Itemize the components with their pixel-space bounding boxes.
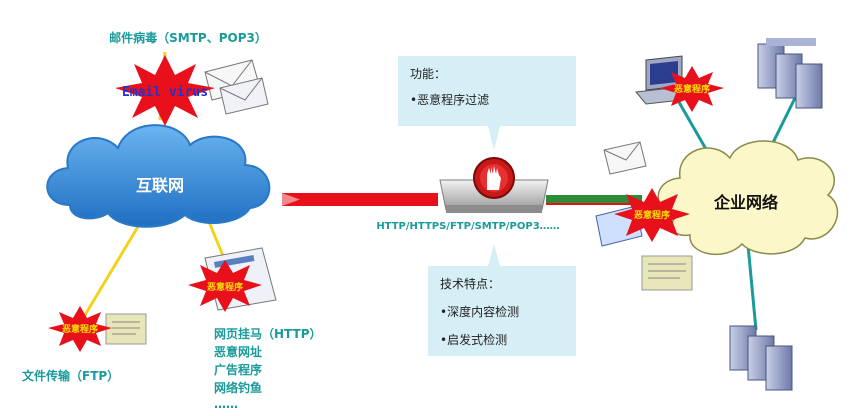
link-server-bottom	[746, 244, 758, 331]
hand-stop-icon	[487, 166, 501, 190]
web-threat-item: ……	[214, 397, 238, 411]
ftp-document-icon	[105, 313, 147, 345]
red-traffic-line	[282, 193, 438, 206]
malware-burst-pc	[660, 66, 724, 112]
envelope-icon	[204, 59, 269, 115]
malware-burst-web	[188, 260, 262, 312]
ftp-label: 文件传输（FTP）	[22, 368, 119, 383]
virus-burst-email	[115, 55, 215, 126]
enterprise-label: 企业网络	[713, 193, 778, 212]
protocols-label: HTTP/HTTPS/FTP/SMTP/POP3……	[376, 221, 559, 232]
tech-item: •启发式检测	[440, 332, 507, 347]
tech-title: 技术特点：	[440, 276, 500, 291]
tech-item: •深度内容检测	[440, 304, 519, 319]
web-threat-item: 网页挂马（HTTP）	[214, 326, 322, 341]
web-threat-item: 网络钓鱼	[214, 380, 262, 395]
function-title: 功能：	[410, 67, 446, 81]
malware-burst-enterprise	[614, 188, 690, 242]
enterprise-cloud	[657, 140, 839, 256]
tech-callout: 技术特点： •深度内容检测 •启发式检测	[428, 244, 576, 356]
email-virus-tag: Email virus	[122, 85, 208, 100]
firewall-device	[439, 157, 549, 213]
malware-tag-enterprise: 恶意程序	[634, 209, 670, 221]
link-ftp	[74, 219, 144, 331]
enterprise-document-icon	[641, 255, 693, 291]
function-callout: 功能： •恶意程序过滤	[398, 56, 576, 150]
web-threat-item: 恶意网址	[214, 344, 262, 359]
internet-label: 互联网	[136, 176, 184, 195]
green-clean-line	[546, 195, 642, 204]
web-threat-item: 广告程序	[214, 362, 262, 377]
web-threat-list: 网页挂马（HTTP） 恶意网址 广告程序 网络钓鱼 ……	[214, 326, 322, 411]
malware-burst-ftp	[48, 306, 112, 352]
email-virus-title: 邮件病毒（SMTP、POP3）	[109, 30, 267, 45]
internet-cloud	[46, 124, 271, 228]
malware-tag-ftp: 恶意程序	[62, 323, 98, 335]
malware-tag-pc: 恶意程序	[674, 83, 710, 95]
malware-tag-web: 恶意程序	[207, 281, 243, 293]
function-item: •恶意程序过滤	[410, 92, 489, 107]
server-bottom-icon	[729, 325, 793, 391]
server-top-icon	[757, 38, 823, 109]
